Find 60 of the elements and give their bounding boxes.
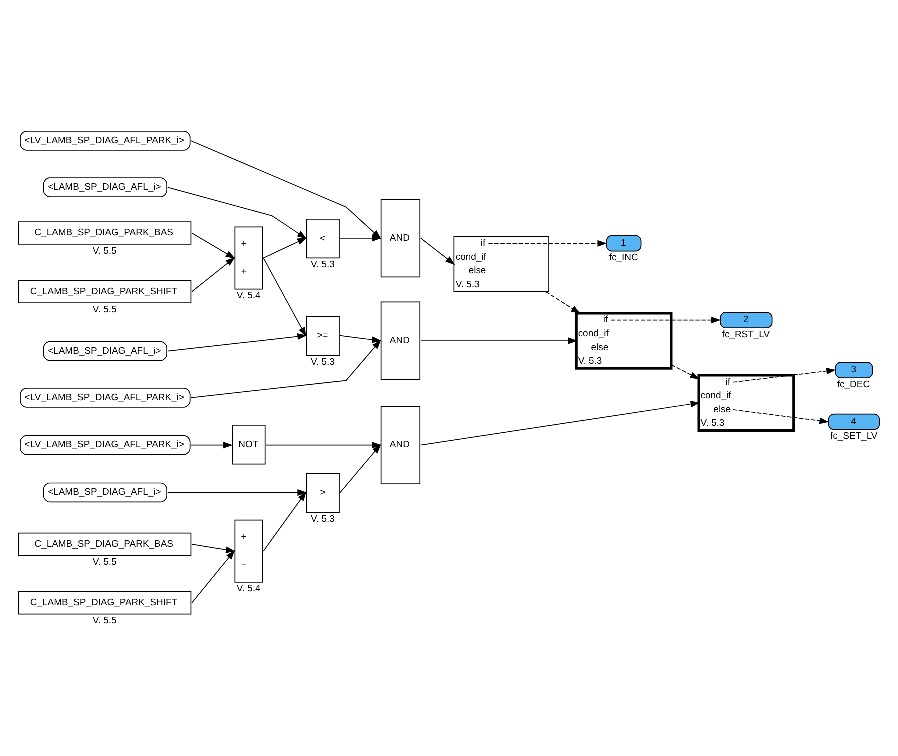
node-label: V. 5.5 bbox=[92, 615, 117, 626]
arrow bbox=[546, 291, 581, 314]
node-box: >= bbox=[306, 316, 340, 356]
arrow bbox=[733, 409, 830, 424]
node-box: NOT bbox=[232, 424, 266, 464]
node-label: V. 5.3 bbox=[311, 259, 335, 270]
node-label: fc_SET_LV bbox=[830, 430, 878, 442]
node-label: fc_INC bbox=[609, 252, 638, 264]
arrow bbox=[733, 367, 836, 382]
node-label: V. 5.4 bbox=[236, 290, 261, 302]
node-box: <LV_LAMB_SP_DIAG_AFL_PARK_i> bbox=[20, 387, 191, 408]
node-label: fc_DEC bbox=[837, 378, 870, 390]
arrow bbox=[190, 442, 234, 448]
arrow bbox=[263, 237, 308, 258]
node-box: <LAMB_SP_DIAG_AFL_i> bbox=[43, 482, 168, 502]
arrow bbox=[192, 256, 236, 292]
node-box: if cond_if else V. 5.3 bbox=[698, 374, 796, 432]
node-box: AND bbox=[380, 406, 421, 484]
node-label: V. 5.3 bbox=[311, 356, 335, 368]
arrow bbox=[190, 340, 382, 398]
node-label: V. 5.4 bbox=[236, 583, 261, 594]
arrow bbox=[168, 488, 308, 496]
arrow bbox=[192, 232, 236, 258]
node-label: V. 5.5 bbox=[92, 556, 117, 568]
node-box: <LV_LAMB_SP_DIAG_AFL_PARK_i> bbox=[20, 130, 191, 150]
node-label: V. 5.5 bbox=[92, 245, 117, 256]
arrow bbox=[263, 257, 306, 336]
arrow bbox=[671, 364, 700, 380]
node-box: C_LAMB_SP_DIAG_PARK_SHIFT bbox=[18, 590, 192, 614]
node-box: if cond_if else V. 5.3 bbox=[454, 236, 550, 292]
node-box: + + bbox=[234, 226, 264, 290]
arrow bbox=[420, 337, 578, 344]
node-box: > bbox=[306, 472, 340, 512]
node-box: AND bbox=[380, 301, 421, 380]
node-box: <LAMB_SP_DIAG_AFL_i> bbox=[43, 177, 168, 197]
node-box: C_LAMB_SP_DIAG_PARK_SHIFT bbox=[18, 280, 192, 303]
arrow bbox=[340, 334, 382, 343]
arrow bbox=[192, 544, 236, 553]
node-label: V. 5.5 bbox=[92, 304, 117, 315]
node-box: <LAMB_SP_DIAG_AFL_i> bbox=[43, 340, 168, 361]
node-label: fc_RST_LV bbox=[722, 328, 770, 340]
node-box: C_LAMB_SP_DIAG_PARK_BAS bbox=[18, 221, 192, 244]
arrow bbox=[420, 237, 456, 265]
arrow bbox=[340, 444, 382, 493]
node-box: < bbox=[306, 218, 340, 258]
arrow bbox=[192, 550, 236, 604]
node-box: if cond_if else V. 5.3 bbox=[575, 312, 673, 370]
arrow bbox=[420, 400, 700, 446]
node-box: AND bbox=[380, 198, 421, 278]
arrow bbox=[340, 234, 382, 242]
arrow bbox=[168, 186, 307, 239]
arrow bbox=[263, 491, 307, 552]
node-label: V. 5.3 bbox=[311, 513, 335, 524]
arrow bbox=[266, 442, 382, 448]
arrow bbox=[610, 316, 722, 324]
arrow bbox=[168, 332, 308, 352]
node-box: + − bbox=[234, 519, 264, 582]
node-box: <LV_LAMB_SP_DIAG_AFL_PARK_i> bbox=[20, 434, 191, 455]
node-box: C_LAMB_SP_DIAG_PARK_BAS bbox=[18, 532, 192, 556]
arrow bbox=[488, 240, 608, 246]
